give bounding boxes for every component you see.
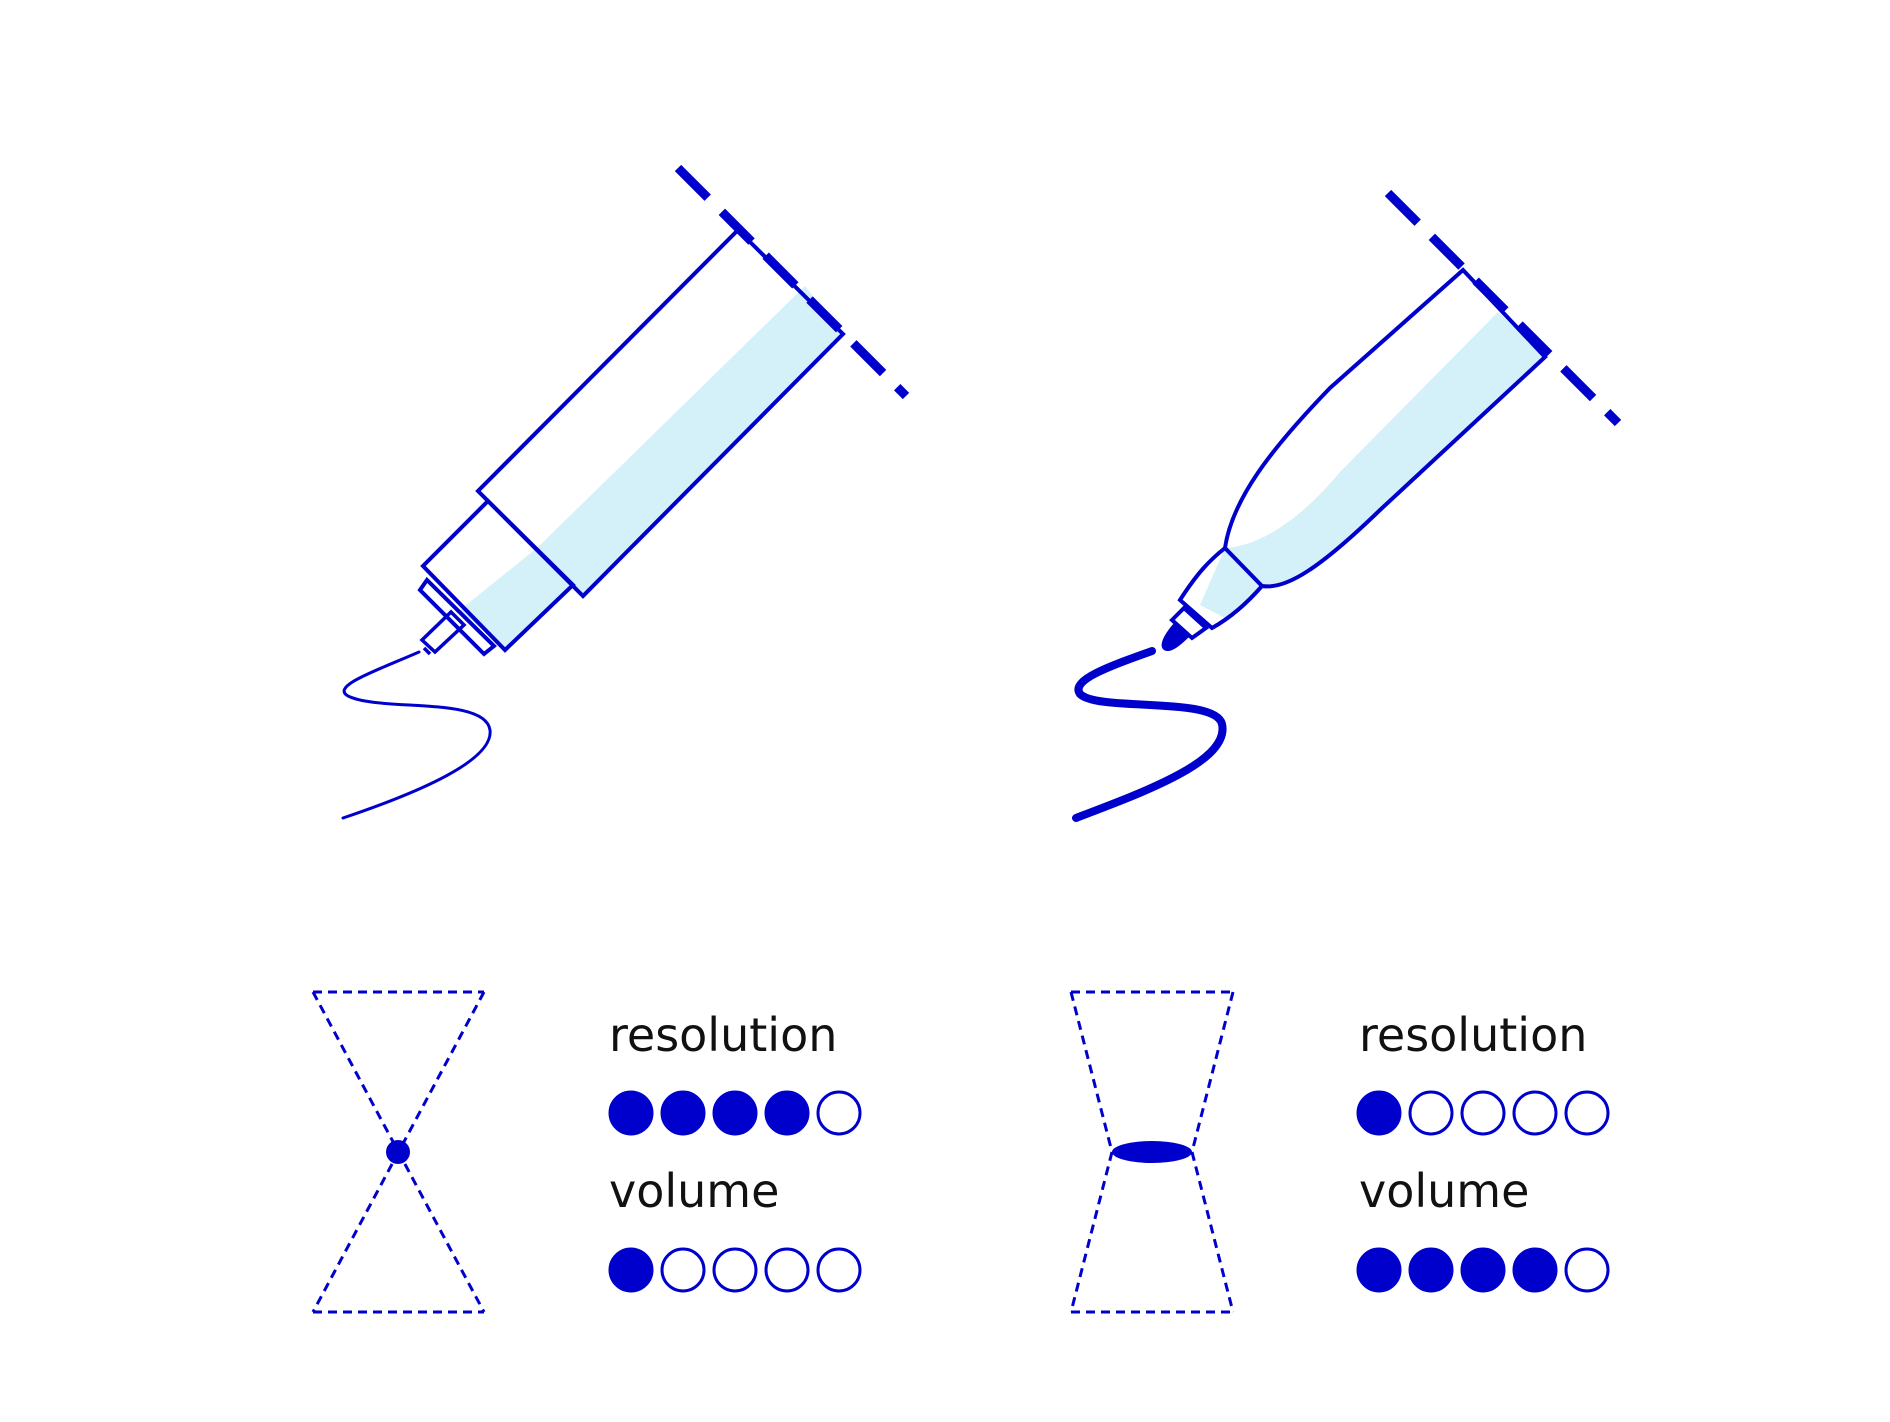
marker-collar-shading: [1200, 548, 1262, 618]
wide-focus-lower-right: [1190, 1151, 1235, 1313]
wide-focus-lower-left: [1069, 1151, 1114, 1313]
marker-barrel-shading: [1225, 312, 1545, 588]
marker-volume-dot-filled: [1460, 1247, 1506, 1293]
wide-focus-upper-left: [1069, 991, 1114, 1153]
marker-nib-collar: [1169, 605, 1210, 641]
marker-resolution-label: resolution: [1359, 1008, 1588, 1062]
marker-resolution-dot-filled: [1356, 1090, 1402, 1136]
fine-pen-resolution-label: resolution: [609, 1008, 838, 1062]
marker-ink-stroke: [1072, 647, 1227, 822]
fine-pen-barrel: [475, 227, 846, 599]
fine-pen-resolution-dot-filled: [608, 1090, 654, 1136]
marker-resolution-dot-empty: [1460, 1090, 1506, 1136]
fine-pen-illustration: [341, 164, 910, 820]
marker-volume-label: volume: [1359, 1164, 1530, 1218]
marker-volume-dot-filled: [1408, 1247, 1454, 1293]
marker-volume-dot-filled: [1512, 1247, 1558, 1293]
fine-pen-needle-point: [422, 646, 432, 656]
fine-pen-volume-dot-empty: [660, 1247, 706, 1293]
marker-volume-dot-filled: [1356, 1247, 1402, 1293]
marker-illustration: [1072, 189, 1622, 822]
fine-pen-ink-stroke: [341, 650, 492, 820]
fine-pen-cutoff-dash: [674, 164, 910, 400]
fine-pen-volume-dot-filled: [608, 1247, 654, 1293]
fine-pen-resolution-dot-empty: [816, 1090, 862, 1136]
fine-pen-volume-label: volume: [609, 1164, 780, 1218]
fine-pen-barrel-shading: [537, 286, 843, 596]
fine-pen-resolution-dot-filled: [764, 1090, 810, 1136]
marker-cutoff-dash: [1384, 189, 1622, 427]
marker-resolution-dot-empty: [1408, 1090, 1454, 1136]
fine-pen-grip-shading: [460, 548, 573, 650]
fine-pen-resolution-dot-filled: [660, 1090, 706, 1136]
marker-collar: [1177, 546, 1264, 631]
marker-focus-diagram: [1069, 990, 1235, 1314]
wide-focus-upper-right: [1190, 991, 1235, 1153]
fine-pen-volume-dot-empty: [712, 1247, 758, 1293]
fine-pen-volume-dot-empty: [764, 1247, 810, 1293]
fine-pen-grip: [420, 498, 576, 653]
fine-pen-needle-tip: [419, 609, 467, 655]
marker-resolution-dot-empty: [1564, 1090, 1610, 1136]
marker-resolution-dot-empty: [1512, 1090, 1558, 1136]
marker-felt-nib: [1161, 622, 1190, 652]
fine-pen-focus-diagram: [311, 990, 486, 1314]
fine-focus-spot: [386, 1140, 410, 1164]
fine-pen-volume-dot-empty: [816, 1247, 862, 1293]
fine-pen-tip-collar: [417, 576, 498, 657]
rating-dots: [608, 1090, 1610, 1293]
marker-volume-dot-empty: [1564, 1247, 1610, 1293]
wide-focus-spot: [1112, 1141, 1192, 1163]
fine-pen-resolution-dot-filled: [712, 1090, 758, 1136]
